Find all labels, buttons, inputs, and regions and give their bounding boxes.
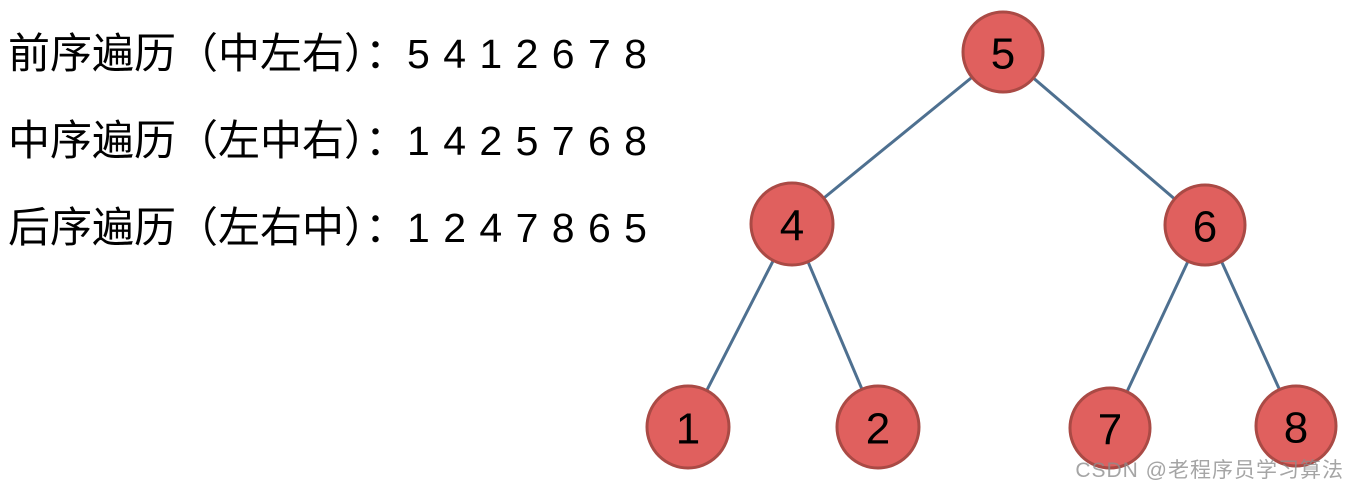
tree-node-circle-7 xyxy=(1068,386,1152,470)
tree-node-label-4: 4 xyxy=(780,201,804,250)
traversal-sequence-postorder: 1 2 4 7 8 6 5 xyxy=(407,205,648,251)
watermark-text: CSDN @老程序员学习算法 xyxy=(1075,459,1344,482)
traversal-sequence-inorder: 1 4 2 5 7 6 8 xyxy=(407,118,648,164)
tree-node-circle-6 xyxy=(1163,183,1247,267)
tree-edge-5-4 xyxy=(791,50,1004,226)
tree-node-label-6: 6 xyxy=(1193,202,1217,251)
tree-node-circle-2 xyxy=(835,384,921,470)
traversal-row-postorder: 后序遍历（左右中）：1 2 4 7 8 6 5 xyxy=(8,202,648,253)
tree-node-label-1: 1 xyxy=(676,404,700,453)
tree-node-2: 2 xyxy=(835,384,921,470)
tree-edge-5-6 xyxy=(1002,50,1206,227)
traversal-sequence-preorder: 5 4 1 2 6 7 8 xyxy=(407,31,648,77)
tree-node-6: 6 xyxy=(1163,183,1247,267)
traversal-row-preorder: 前序遍历（中左右）：5 4 1 2 6 7 8 xyxy=(8,28,648,79)
tree-node-label-8: 8 xyxy=(1284,403,1308,452)
tree-node-circle-4 xyxy=(749,181,835,267)
tree-node-label-5: 5 xyxy=(991,29,1015,78)
tree-node-circle-1 xyxy=(645,384,731,470)
traversal-label-postorder: 后序遍历（左右中）： xyxy=(8,204,408,251)
traversal-list: 前序遍历（中左右）：5 4 1 2 6 7 8 中序遍历（左中右）：1 4 2 … xyxy=(8,28,648,289)
tree-node-label-7: 7 xyxy=(1098,405,1122,454)
tree-node-4: 4 xyxy=(749,181,835,267)
traversal-label-preorder: 前序遍历（中左右）： xyxy=(8,30,408,77)
tree-node-1: 1 xyxy=(645,384,731,470)
tree-node-8: 8 xyxy=(1254,384,1338,468)
traversal-row-inorder: 中序遍历（左中右）：1 4 2 5 7 6 8 xyxy=(8,115,648,166)
tree-node-label-2: 2 xyxy=(866,404,890,453)
tree-node-5: 5 xyxy=(961,10,1045,94)
traversal-label-inorder: 中序遍历（左中右）： xyxy=(8,117,408,164)
tree-node-7: 7 xyxy=(1068,386,1152,470)
tree-node-circle-5 xyxy=(961,10,1045,94)
tree-node-circle-8 xyxy=(1254,384,1338,468)
